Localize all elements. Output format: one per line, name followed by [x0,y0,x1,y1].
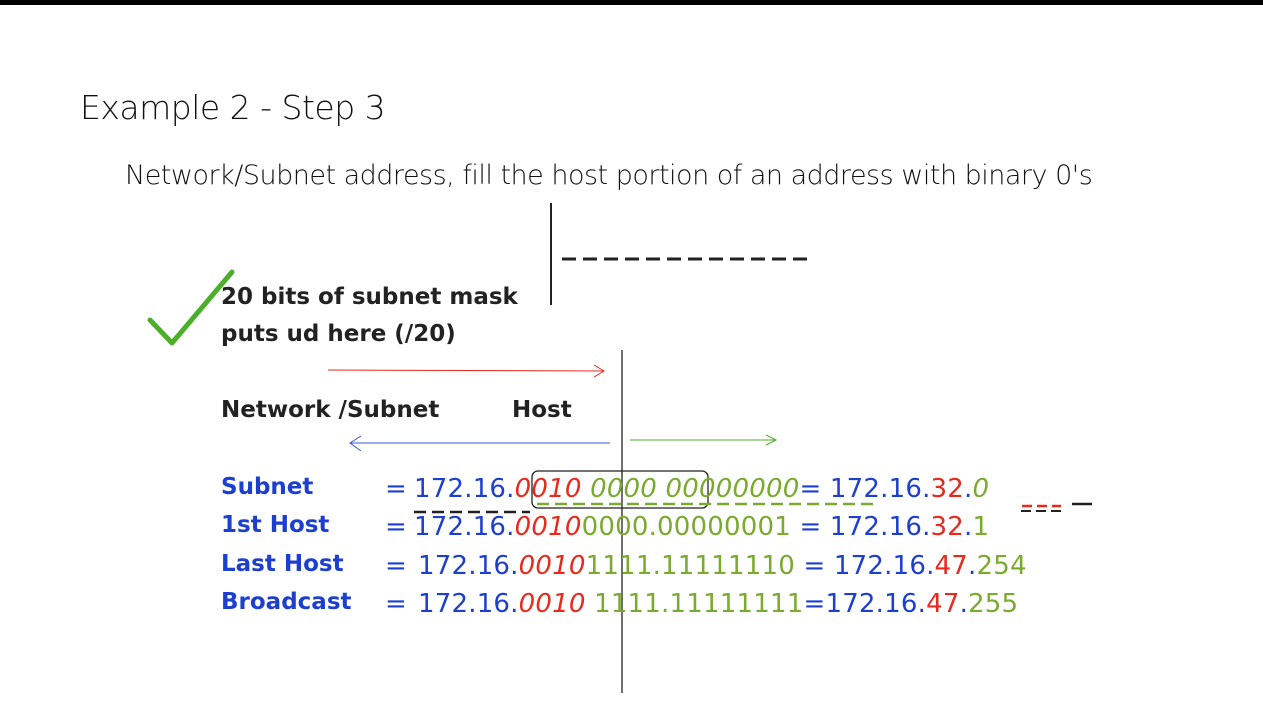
binary-host-bits-octet3: 1111. [594,589,670,619]
decimal-subnet-octet: 47 [934,551,969,581]
check-icon [147,269,235,346]
green-arrow-head [765,434,778,446]
binary-host-bits-octet3: 1111. [585,551,662,581]
row-equals: = [385,512,407,542]
row-expression: 172.16.00101111.11111110 = 172.16.47.254 [418,551,1027,581]
binary-network-part: 172.16. [418,589,519,619]
binary-host-bits-octet4: 00000001 [657,512,791,542]
slide-title: Example 2 - Step 3 [80,88,386,127]
spacer [582,474,590,504]
boundary-octet-box [531,470,709,509]
row-name: 1st Host [221,512,330,538]
decimal-host-octet: 255 [968,589,1019,619]
mask-note-line1: 20 bits of subnet mask [221,284,518,310]
row-expression: 172.16.0010 0000 00000000= 172.16.32.0 [414,474,989,504]
binary-host-bits-octet3: 0000. [581,512,658,542]
decimal-dot: . [959,589,969,619]
decimal-dot: . [968,551,977,581]
decimal-network-part: 172.16. [829,474,931,504]
binary-subnet-bits: 0010 [514,474,582,504]
result-equals: = [799,474,830,504]
result-equals: = [803,589,826,619]
blue-arrow-head [349,435,362,452]
spacer [657,474,665,504]
binary-host-bits-octet4: 00000000 [665,474,800,504]
binary-subnet-bits: 0010 [518,589,586,619]
host-label: Host [512,397,572,423]
decimal-host-octet: 254 [976,551,1027,581]
row-equals: = [385,474,407,504]
binary-subnet-bits: 0010 [514,512,582,542]
top-border [0,0,1263,5]
row-expression: 172.16.0010 1111.11111111=172.16.47.255 [418,589,1018,619]
row-name: Broadcast [221,589,352,615]
decimal-network-part: 172.16. [829,512,931,542]
red-arrow-head [593,364,605,378]
spacer [586,589,594,619]
binary-host-bits-octet4: 11111111 [669,589,804,619]
binary-network-part: 172.16. [414,474,515,504]
row-expression: 172.16.00100000.00000001 = 172.16.32.1 [414,512,989,542]
row-name: Subnet [221,474,314,500]
red-arrow-line [327,369,605,372]
slide-subtitle: Network/Subnet address, fill the host po… [125,160,1093,191]
decimal-network-part: 172.16. [833,551,935,581]
row-name: Last Host [221,551,344,577]
decimal-host-octet: 0 [972,474,990,504]
result-equals: = [790,512,830,542]
binary-subnet-bits: 0010 [518,551,586,581]
network-subnet-label: Network /Subnet [221,397,440,423]
row-equals: = [385,589,407,619]
decimal-subnet-octet: 47 [926,589,960,619]
binary-network-part: 172.16. [418,551,519,581]
decimal-dot: . [964,474,973,504]
mask-note-line2: puts ud here (/20) [221,321,456,347]
binary-host-bits-octet3: 0000 [590,474,658,504]
row-equals: = [385,551,407,581]
decimal-subnet-octet: 32 [930,512,965,542]
decimal-subnet-octet: 32 [930,474,965,504]
decimal-host-octet: 1 [972,512,990,542]
decimal-dot: . [964,512,973,542]
binary-host-bits-octet4: 11111110 [661,551,795,581]
result-equals: = [794,551,834,581]
binary-network-part: 172.16. [414,512,515,542]
decimal-network-part: 172.16. [825,589,927,619]
